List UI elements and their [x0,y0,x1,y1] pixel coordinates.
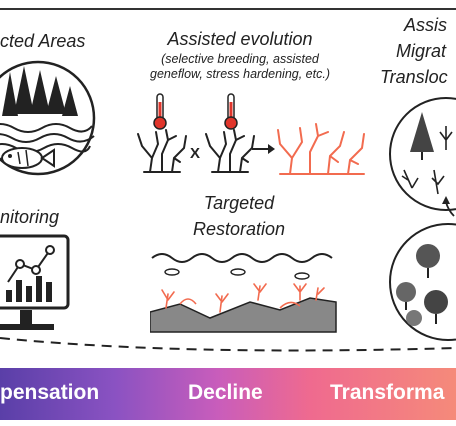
coral-icon [277,123,365,175]
arrow-up-icon [442,196,455,217]
assisted-migration-title-3: Transloc [380,67,448,87]
breeding-cross-symbol: X [190,145,201,162]
phase-transformation: Transforma [330,381,445,404]
monitoring-title: nitoring [0,207,60,227]
trajectory-dashed-line [0,337,456,352]
protected-areas-title: cted Areas [0,31,86,51]
thermometer-icon [153,93,167,130]
phase-compensation: pensation [0,381,100,404]
phase-banner [0,368,456,420]
diagram-frame [0,8,456,362]
targeted-restoration-title-2: Restoration [192,219,286,239]
targeted-restoration-title-1: Targeted [203,193,275,213]
assisted-migration-title-2: Migrat [396,41,447,61]
thermometer-icon [224,93,238,130]
coral-icon [205,129,255,173]
coral-icon [137,129,187,173]
assisted-evolution-subtitle-2: geneflow, stress hardening, etc.) [150,67,330,81]
phase-decline: Decline [188,381,263,404]
monitor-chart-icon [0,234,70,330]
assisted-evolution-title: Assisted evolution [167,29,313,49]
reef-restoration-icon [150,253,337,333]
arrow-right-icon [252,144,275,154]
tree-circle-icon [389,223,456,341]
forest-fish-circle-icon [0,60,96,176]
assisted-migration-title-1: Assis [404,15,448,35]
assisted-evolution-subtitle-1: (selective breeding, assisted [161,52,319,66]
tree-circle-icon [389,97,456,211]
